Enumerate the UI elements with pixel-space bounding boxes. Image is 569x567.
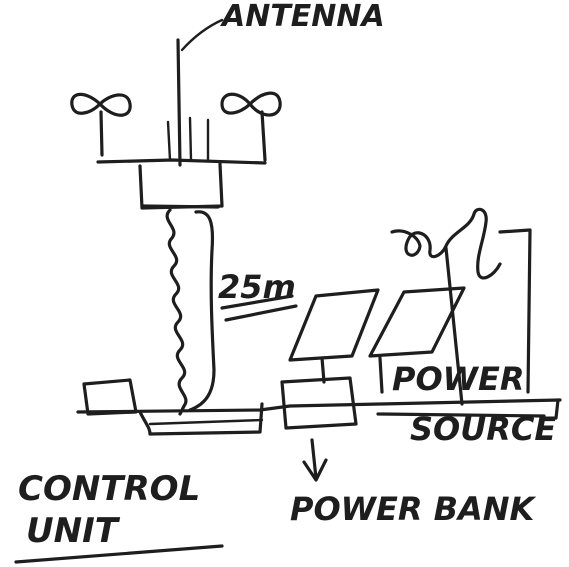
control-unit-label-line1: CONTROL xyxy=(18,469,200,509)
power-source-label-line1: POWER xyxy=(392,360,524,398)
control-unit-underline xyxy=(14,544,224,564)
drone-frame xyxy=(96,158,267,165)
drone-stem-2 xyxy=(188,116,193,162)
tether-loop xyxy=(188,210,216,412)
power-source-underline xyxy=(376,412,546,418)
ground-line-end-tick xyxy=(554,398,560,420)
turbine-blades-icon xyxy=(390,207,502,280)
solar-panel-right-mount xyxy=(378,356,384,394)
right-propeller-icon xyxy=(220,91,282,117)
power-bank: POWER BANK xyxy=(280,376,537,528)
antenna-leader-line xyxy=(180,18,224,52)
turbine-tower-right xyxy=(498,228,532,394)
cable-length-underline-2 xyxy=(224,304,298,322)
solar-panel-left-mount xyxy=(320,356,326,384)
tether-coil xyxy=(165,208,188,416)
cable-length-underline-1 xyxy=(220,294,294,310)
control-unit-cable-inner xyxy=(148,418,264,426)
control-unit-cable xyxy=(138,402,264,436)
ground-line xyxy=(76,398,562,414)
control-unit-label-line2: UNIT xyxy=(26,511,121,551)
antenna-mast xyxy=(176,38,182,167)
solar-panel-right xyxy=(368,286,466,358)
tether-cable: 25m xyxy=(165,208,298,416)
turbine-tower xyxy=(444,246,464,406)
control-unit: CONTROL UNIT xyxy=(14,378,264,564)
drone-body-base xyxy=(140,204,220,209)
control-unit-box xyxy=(82,378,138,416)
left-propeller-icon xyxy=(70,92,132,117)
cable-length-label: 25m xyxy=(218,268,296,306)
drone-body xyxy=(138,162,224,210)
power-bank-box xyxy=(280,376,358,430)
drone-stem-1 xyxy=(166,120,172,162)
left-propeller-stem xyxy=(99,110,104,157)
solar-panels xyxy=(288,286,466,394)
antenna-label: ANTENNA xyxy=(220,0,385,34)
power-bank-label: POWER BANK xyxy=(290,490,537,528)
drone: ANTENNA xyxy=(70,0,385,210)
power-source: POWER SOURCE xyxy=(376,207,556,448)
power-bank-arrow xyxy=(302,438,328,482)
solar-panel-left xyxy=(288,288,380,362)
right-propeller-stem xyxy=(260,110,267,162)
